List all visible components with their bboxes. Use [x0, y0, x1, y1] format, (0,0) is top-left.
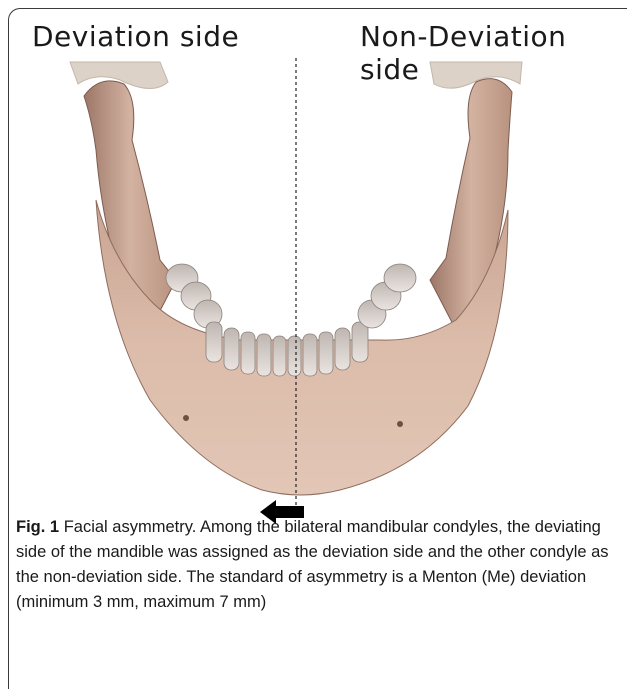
figure-caption: Fig. 1 Facial asymmetry. Among the bilat…	[16, 515, 616, 615]
caption-text: Facial asymmetry. Among the bilateral ma…	[16, 518, 609, 611]
figure-number: Fig. 1	[16, 518, 59, 536]
right-mental-foramen	[397, 421, 403, 427]
mandible-body	[96, 200, 508, 495]
left-mental-foramen	[183, 415, 189, 421]
